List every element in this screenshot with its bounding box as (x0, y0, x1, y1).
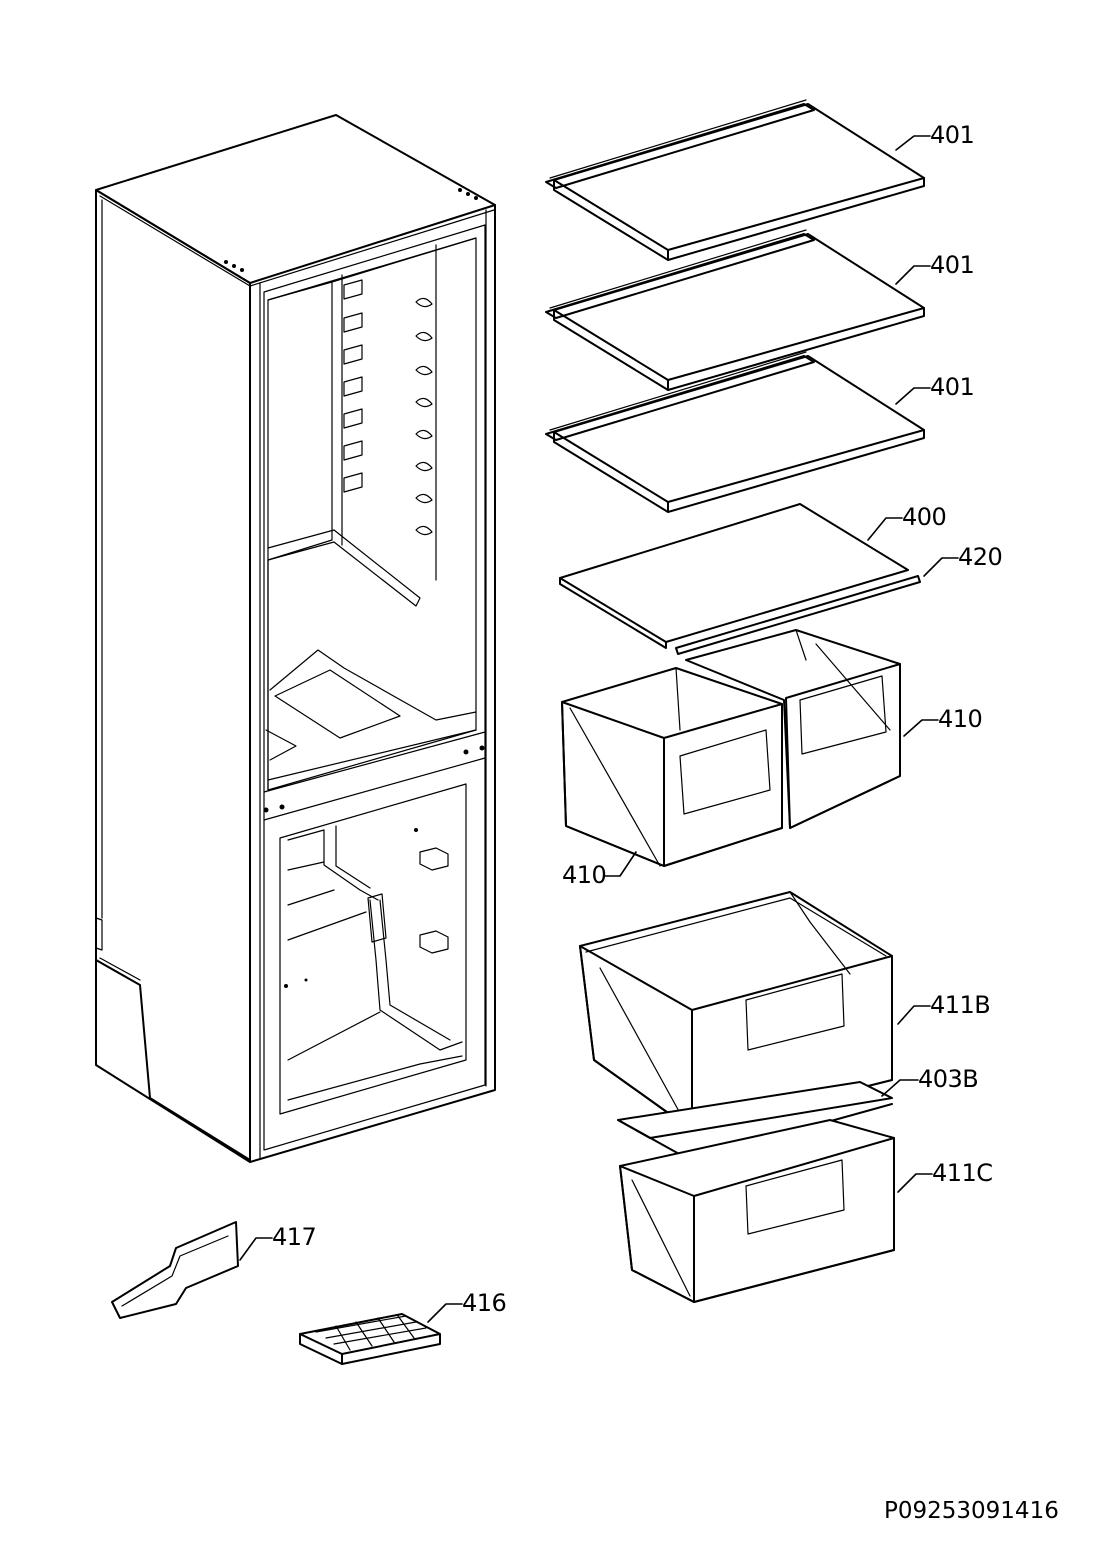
part-label-401-lower: 401 (930, 373, 975, 401)
glass-shelf-lower (545, 351, 925, 513)
ice-tray (299, 1313, 441, 1365)
part-label-401-top: 401 (930, 121, 975, 149)
part-label-400: 400 (902, 503, 947, 531)
freezer-drawer-lower (619, 1119, 895, 1303)
part-label-401-middle: 401 (930, 251, 975, 279)
part-label-403b: 403B (918, 1065, 979, 1093)
part-label-411b: 411B (930, 991, 991, 1019)
crisper-drawer-right (685, 629, 901, 829)
glass-shelf-middle (545, 229, 925, 391)
ice-scraper (111, 1221, 239, 1319)
part-label-420: 420 (958, 543, 1003, 571)
part-label-417: 417 (272, 1223, 317, 1251)
glass-shelf-top (545, 99, 925, 261)
glass-plate (559, 503, 909, 649)
glass-trim (675, 575, 921, 655)
part-label-410-right: 410 (938, 705, 983, 733)
part-label-410-left: 410 (562, 861, 607, 889)
part-label-416: 416 (462, 1289, 507, 1317)
leader-lines (239, 135, 959, 1323)
part-label-411c: 411C (932, 1159, 993, 1187)
document-code: P09253091416 (884, 1498, 1059, 1524)
crisper-drawer-left (561, 667, 783, 867)
refrigerator-cabinet (95, 114, 496, 1163)
